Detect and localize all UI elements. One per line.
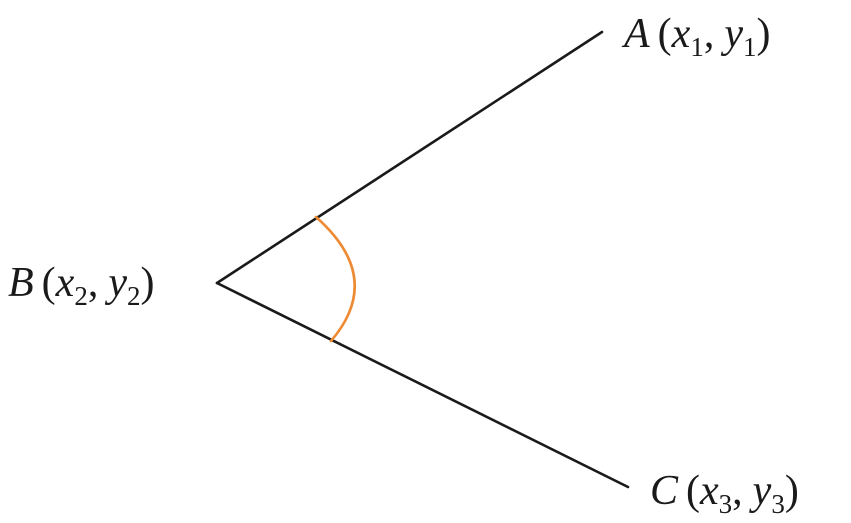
label-b: B(x2,y2)	[8, 260, 154, 311]
label-c-x-sub: 3	[719, 489, 733, 519]
label-a-x-sub: 1	[690, 32, 704, 62]
label-a-y: y	[720, 11, 743, 57]
label-a-sep: ,	[704, 11, 715, 57]
label-a-close: )	[756, 11, 770, 57]
angle-arc	[314, 215, 356, 343]
ray-bc	[215, 281, 630, 489]
label-b-close: )	[140, 260, 154, 306]
label-a-x: x	[671, 11, 691, 57]
label-c-open: (	[686, 468, 700, 514]
label-b-y: y	[104, 260, 127, 306]
label-b-name: B	[8, 260, 34, 306]
label-c: C(x3,y3)	[650, 468, 799, 519]
label-c-name: C	[650, 468, 679, 514]
label-b-x: x	[55, 260, 75, 306]
label-b-sep: ,	[88, 260, 99, 306]
label-c-sep: ,	[732, 468, 743, 514]
label-c-close: )	[785, 468, 799, 514]
label-c-y-sub: 3	[771, 489, 785, 519]
label-a-open: (	[658, 11, 672, 57]
ray-ba	[215, 30, 604, 285]
label-a-y-sub: 1	[743, 32, 757, 62]
label-c-x: x	[699, 468, 719, 514]
label-a-name: A	[621, 11, 650, 57]
label-c-y: y	[749, 468, 772, 514]
label-b-x-sub: 2	[74, 281, 88, 311]
label-a: A(x1,y1)	[621, 11, 770, 62]
label-b-open: (	[42, 260, 56, 306]
label-b-y-sub: 2	[127, 281, 141, 311]
